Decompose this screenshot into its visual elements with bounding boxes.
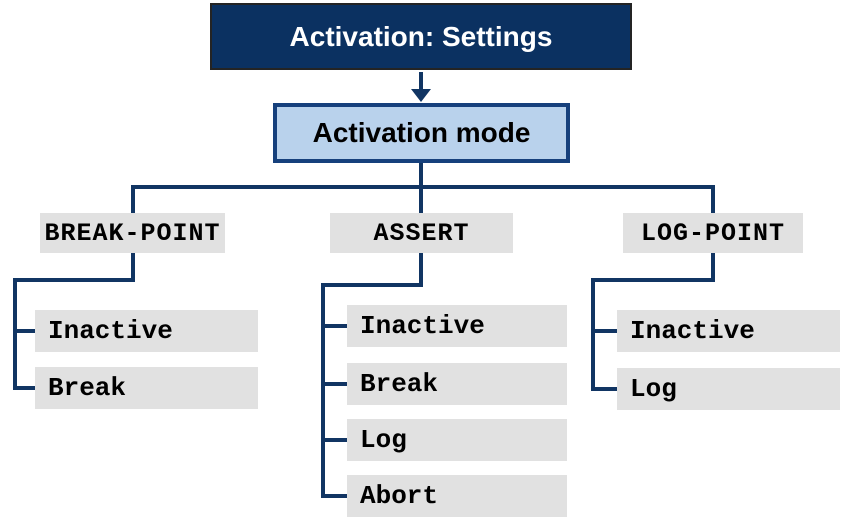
tick-logpoint-inactive: [591, 329, 617, 333]
tick-assert-abort: [321, 494, 347, 498]
category-break-point-label: BREAK-POINT: [44, 218, 221, 248]
connector-breakpoint-out: [131, 253, 135, 282]
rail-assert: [321, 283, 325, 498]
option-assert-break: Break: [347, 363, 567, 405]
category-log-point-label: LOG-POINT: [640, 218, 786, 248]
rail-breakpoint: [13, 278, 17, 390]
option-label: Break: [360, 369, 439, 399]
option-label: Break: [48, 373, 127, 403]
activation-mode-box: Activation mode: [273, 103, 570, 163]
arrow-stem: [419, 72, 423, 90]
option-logpoint-inactive: Inactive: [617, 310, 840, 352]
option-label: Inactive: [630, 316, 755, 346]
tick-logpoint-log: [591, 387, 617, 391]
option-assert-log: Log: [347, 419, 567, 461]
connector-logpoint-out: [711, 253, 715, 282]
tick-breakpoint-break: [13, 386, 35, 390]
connector-mode-down: [419, 163, 423, 185]
connector-logpoint-elbow: [591, 278, 715, 282]
category-assert-label: ASSERT: [373, 218, 470, 248]
connector-distributor: [131, 185, 715, 189]
arrow-down-icon: [411, 89, 431, 102]
option-label: Log: [630, 374, 677, 404]
category-assert: ASSERT: [330, 213, 513, 253]
diagram-title: Activation: Settings: [289, 20, 553, 52]
tick-assert-break: [321, 382, 347, 386]
option-label: Inactive: [360, 311, 485, 341]
option-label: Abort: [360, 481, 439, 511]
option-assert-abort: Abort: [347, 475, 567, 517]
connector-logpoint-drop: [711, 185, 715, 213]
rail-logpoint: [591, 278, 595, 391]
option-breakpoint-break: Break: [35, 367, 258, 409]
option-breakpoint-inactive: Inactive: [35, 310, 258, 352]
option-logpoint-log: Log: [617, 368, 840, 410]
category-log-point: LOG-POINT: [623, 213, 803, 253]
connector-assert-out: [419, 253, 423, 283]
option-label: Inactive: [48, 316, 173, 346]
diagram-title-box: Activation: Settings: [210, 3, 632, 70]
tick-assert-inactive: [321, 324, 347, 328]
tick-assert-log: [321, 438, 347, 442]
option-assert-inactive: Inactive: [347, 305, 567, 347]
connector-breakpoint-elbow: [13, 278, 135, 282]
option-label: Log: [360, 425, 407, 455]
category-break-point: BREAK-POINT: [40, 213, 225, 253]
tick-breakpoint-inactive: [13, 329, 35, 333]
connector-breakpoint-drop: [131, 185, 135, 213]
connector-assert-drop: [419, 185, 423, 213]
connector-assert-elbow: [321, 283, 423, 287]
activation-mode-label: Activation mode: [312, 117, 531, 148]
